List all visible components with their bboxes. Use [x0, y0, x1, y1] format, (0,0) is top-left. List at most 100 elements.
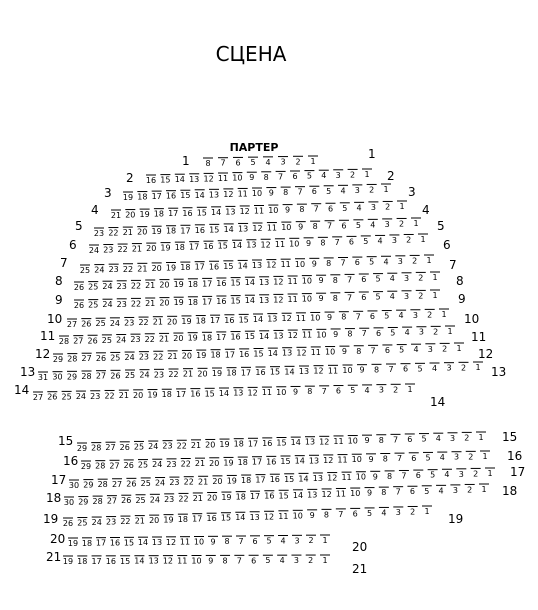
seat[interactable]: 7 [234, 554, 245, 565]
seat[interactable]: 21 [167, 350, 178, 361]
seat[interactable]: 19 [63, 555, 73, 566]
seat[interactable]: 9 [208, 535, 218, 546]
seat[interactable]: 18 [210, 349, 221, 360]
seat[interactable]: 21 [145, 297, 155, 308]
seat[interactable]: 3 [425, 343, 436, 354]
seat[interactable]: 22 [131, 297, 141, 308]
seat[interactable]: 22 [153, 350, 163, 361]
seat[interactable]: 5 [373, 273, 384, 284]
seat[interactable]: 14 [291, 436, 301, 447]
seat[interactable]: 17 [210, 314, 220, 325]
seat[interactable]: 4 [378, 506, 389, 517]
seat[interactable]: 5 [366, 256, 377, 267]
seat[interactable]: 22 [131, 279, 141, 290]
seat[interactable]: 26 [120, 441, 130, 452]
seat[interactable]: 3 [447, 432, 458, 443]
seat[interactable]: 8 [344, 328, 355, 339]
seat[interactable]: 25 [77, 517, 87, 528]
seat[interactable]: 13 [299, 365, 309, 376]
seat[interactable]: 27 [82, 352, 92, 363]
seat[interactable]: 12 [223, 188, 233, 199]
seat[interactable]: 19 [174, 278, 184, 289]
seat[interactable]: 5 [347, 384, 358, 395]
seat[interactable]: 8 [222, 535, 232, 546]
seat[interactable]: 19 [212, 367, 222, 378]
seat[interactable]: 23 [94, 227, 104, 238]
seat[interactable]: 2 [382, 200, 393, 211]
seat[interactable]: 24 [116, 334, 126, 345]
seat[interactable]: 18 [188, 296, 198, 307]
seat[interactable]: 28 [98, 478, 108, 489]
seat[interactable]: 1 [411, 217, 421, 228]
seat[interactable]: 15 [218, 240, 228, 251]
seat[interactable]: 2 [409, 254, 420, 265]
seat[interactable]: 19 [221, 491, 232, 502]
seat[interactable]: 5 [427, 469, 438, 480]
seat[interactable]: 9 [366, 453, 376, 464]
seat[interactable]: 12 [252, 222, 263, 233]
seat[interactable]: 25 [102, 334, 112, 345]
seat[interactable]: 24 [102, 280, 113, 291]
seat[interactable]: 15 [270, 366, 280, 377]
seat[interactable]: 27 [96, 370, 106, 381]
seat[interactable]: 15 [231, 277, 241, 288]
seat[interactable]: 10 [191, 555, 202, 566]
seat[interactable]: 13 [273, 329, 284, 340]
seat[interactable]: 30 [52, 371, 63, 382]
seat[interactable]: 20 [205, 438, 215, 449]
seat[interactable]: 19 [140, 208, 150, 219]
seat[interactable]: 6 [382, 344, 393, 355]
seat[interactable]: 23 [117, 280, 127, 291]
seat[interactable]: 22 [168, 368, 179, 379]
seat[interactable]: 11 [311, 346, 321, 357]
seat[interactable]: 14 [138, 536, 148, 547]
seat[interactable]: 1 [454, 342, 464, 353]
seat[interactable]: 11 [254, 205, 264, 216]
seat[interactable]: 22 [181, 458, 191, 469]
seat[interactable]: 3 [401, 290, 412, 301]
seat[interactable]: 24 [110, 317, 120, 328]
seat[interactable]: 22 [123, 263, 133, 274]
seat[interactable]: 21 [111, 209, 121, 220]
seat[interactable]: 4 [437, 451, 448, 462]
seat[interactable]: 13 [259, 294, 269, 305]
seat[interactable]: 24 [102, 298, 113, 309]
seat[interactable]: 2 [403, 233, 414, 244]
seat[interactable]: 18 [226, 367, 237, 378]
seat[interactable]: 17 [96, 537, 106, 548]
seat[interactable]: 20 [212, 475, 223, 486]
seat[interactable]: 11 [337, 454, 348, 465]
seat[interactable]: 16 [190, 388, 200, 399]
seat[interactable]: 16 [264, 490, 274, 501]
seat[interactable]: 17 [202, 295, 212, 306]
seat[interactable]: 20 [137, 226, 147, 237]
seat[interactable]: 2 [470, 467, 481, 478]
seat[interactable]: 7 [311, 203, 322, 214]
seat[interactable]: 13 [282, 347, 292, 358]
seat[interactable]: 20 [207, 492, 217, 503]
seat[interactable]: 12 [313, 365, 324, 376]
seat[interactable]: 9 [364, 487, 375, 498]
seat[interactable]: 21 [198, 475, 208, 486]
seat[interactable]: 16 [266, 455, 276, 466]
seat[interactable]: 5 [396, 344, 407, 355]
seat[interactable]: 18 [236, 491, 246, 502]
seat[interactable]: 12 [166, 536, 176, 547]
seat[interactable]: 22 [145, 333, 155, 344]
seat[interactable]: 13 [149, 555, 159, 566]
seat[interactable]: 23 [103, 244, 113, 255]
seat[interactable]: 17 [91, 555, 102, 566]
seat[interactable]: 13 [152, 536, 162, 547]
seat[interactable]: 18 [180, 261, 190, 272]
seat[interactable]: 20 [167, 315, 177, 326]
seat[interactable]: 27 [33, 391, 43, 402]
seat[interactable]: 10 [276, 386, 286, 397]
seat[interactable]: 22 [108, 227, 119, 238]
seat[interactable]: 7 [335, 508, 346, 519]
seat[interactable]: 20 [197, 367, 208, 378]
seat[interactable]: 20 [173, 332, 183, 343]
seat[interactable]: 2 [306, 534, 316, 545]
seat[interactable]: 16 [106, 555, 116, 566]
seat[interactable]: 15 [231, 295, 241, 306]
seat[interactable]: 7 [338, 257, 348, 268]
